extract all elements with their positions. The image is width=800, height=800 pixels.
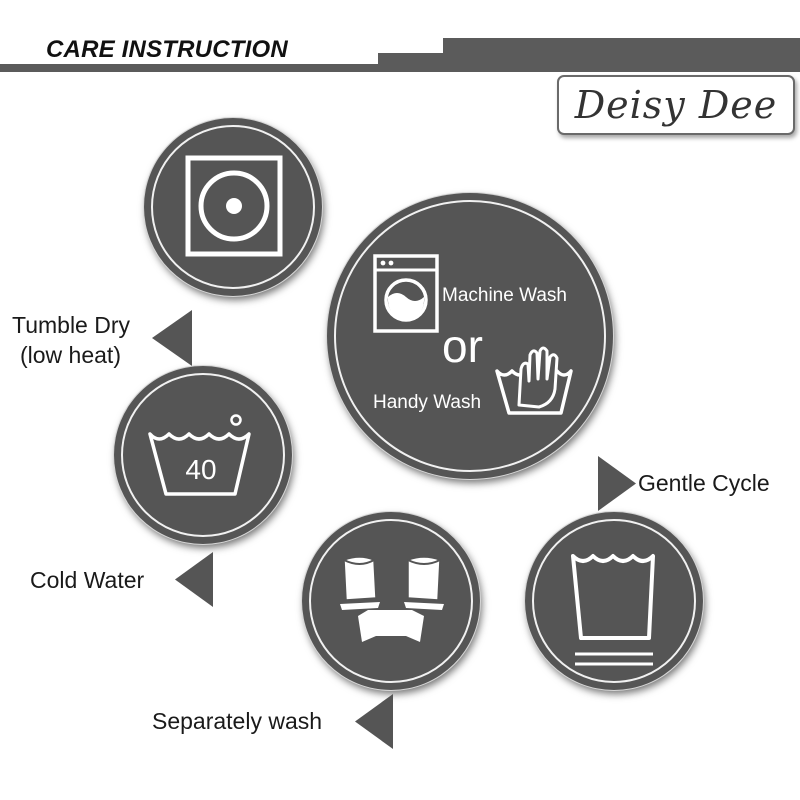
tumble-dry-label-line2: (low heat)	[20, 342, 121, 368]
hand-wash-icon	[495, 346, 573, 415]
gentle-cycle-pointer-icon	[598, 456, 636, 511]
cold-water-badge: 40	[114, 366, 292, 544]
gentle-cycle-badge	[525, 512, 703, 690]
wash-temperature: 40	[185, 454, 216, 485]
header-bar-thin	[0, 64, 380, 72]
washing-machine-icon	[373, 254, 439, 333]
separately-wash-pointer-icon	[355, 694, 393, 749]
header-bar-step	[378, 53, 444, 72]
header-bar-thick	[443, 38, 800, 72]
separate-wash-badge	[302, 512, 480, 690]
tumble-dry-label: Tumble Dry (low heat)	[12, 310, 130, 370]
hand-wash-label: Handy Wash	[373, 392, 482, 413]
separately-wash-label: Separately wash	[152, 708, 323, 734]
tumble-dry-icon	[185, 155, 283, 257]
wash-40-icon: 40	[148, 414, 251, 496]
cold-water-pointer-icon	[175, 552, 213, 607]
tumble-dry-label-line1: Tumble Dry	[12, 312, 130, 338]
page-title: CARE INSTRUCTION	[46, 36, 288, 63]
gentle-cycle-label: Gentle Cycle	[638, 470, 770, 496]
machine-wash-label: Machine Wash	[442, 285, 567, 306]
tumble-dry-pointer-icon	[152, 310, 192, 366]
cold-water-label: Cold Water	[30, 567, 145, 593]
tumble-dry-badge	[144, 118, 322, 296]
or-label: or	[442, 320, 483, 372]
brand-logo: Deisy Dee	[557, 75, 795, 135]
separate-wash-icon	[340, 556, 444, 642]
wash-method-badge: Machine Wash or Handy Wash	[327, 193, 613, 479]
gentle-cycle-icon	[571, 554, 655, 666]
